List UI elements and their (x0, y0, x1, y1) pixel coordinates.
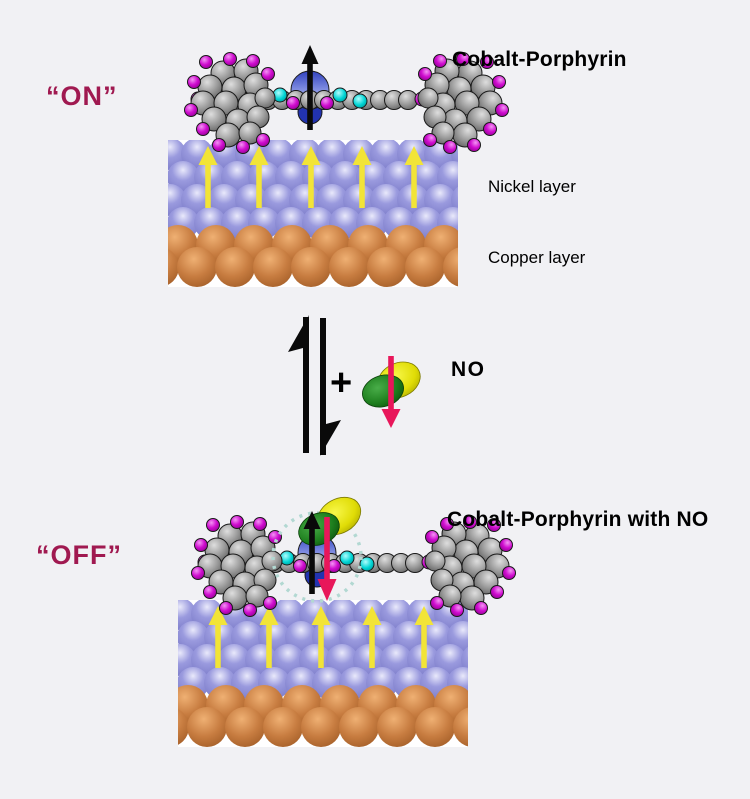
substrate-slab-on (139, 138, 483, 287)
off-state-label: “OFF” (36, 540, 122, 570)
cobalt-spin-up-arrow-off (303, 511, 321, 594)
equilibrium-arrows-icon (288, 315, 341, 456)
cobalt-porphyrin-title: Cobalt-Porphyrin (452, 48, 627, 71)
no-spin-down-arrow (381, 356, 401, 428)
substrate-slab-off (149, 598, 493, 747)
on-state-label: “ON” (46, 81, 118, 111)
cobalt-porphyrin-with-no-title: Cobalt-Porphyrin with NO (447, 508, 709, 531)
no-label: NO (451, 358, 486, 381)
plus-sign: + (330, 362, 353, 404)
copper-layer-label: Copper layer (488, 248, 586, 267)
nickel-layer-label: Nickel layer (488, 177, 576, 196)
no-spin-down-arrow-off (317, 517, 337, 601)
cobalt-spin-up-arrow (301, 45, 319, 130)
